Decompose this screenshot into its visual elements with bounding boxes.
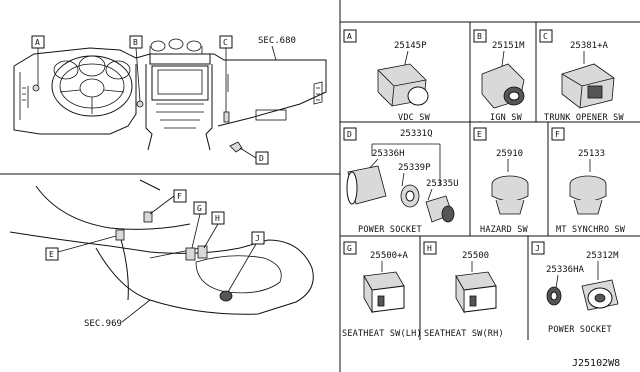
- callout-e: E: [45, 235, 117, 261]
- cell-b: B 25151M IGN SW: [473, 29, 525, 123]
- parts-grid: [339, 0, 640, 372]
- sec-label-lower: SEC.969: [84, 299, 151, 329]
- callout-a: A: [31, 35, 45, 86]
- svg-text:J: J: [255, 234, 260, 243]
- svg-text:25145P: 25145P: [394, 41, 427, 51]
- svg-text:MT SYNCHRO SW: MT SYNCHRO SW: [556, 225, 626, 235]
- svg-text:A: A: [35, 38, 40, 47]
- callout-f: F: [149, 189, 187, 215]
- svg-text:25335U: 25335U: [426, 179, 459, 189]
- svg-text:POWER SOCKET: POWER SOCKET: [358, 225, 422, 235]
- callout-g: G: [191, 201, 207, 249]
- svg-text:SEC.969: SEC.969: [84, 319, 122, 329]
- svg-text:SEATHEAT SW(LH): SEATHEAT SW(LH): [342, 329, 422, 339]
- callout-c: C: [219, 35, 233, 112]
- seatheat-rh-switch: [455, 271, 497, 314]
- power-socket-j-parts: [546, 279, 619, 311]
- svg-text:25336HA: 25336HA: [546, 265, 585, 275]
- svg-text:C: C: [543, 32, 548, 41]
- cell-d: D 25331Q 25336H 25339P 25335U POWER SOCK…: [343, 127, 459, 235]
- svg-text:25339P: 25339P: [398, 163, 431, 173]
- svg-text:SEATHEAT SW(RH): SEATHEAT SW(RH): [424, 329, 504, 339]
- svg-text:B: B: [133, 38, 138, 47]
- svg-text:POWER SOCKET: POWER SOCKET: [548, 325, 612, 335]
- callout-j: J: [227, 231, 265, 293]
- callout-h: H: [203, 211, 225, 249]
- callout-b: B: [129, 35, 143, 102]
- svg-text:25910: 25910: [496, 149, 523, 159]
- cell-c: C 25381+A TRUNK OPENER SW: [539, 29, 624, 123]
- svg-text:25151M: 25151M: [492, 41, 525, 51]
- svg-text:J: J: [535, 244, 540, 253]
- svg-text:25133: 25133: [578, 149, 605, 159]
- left-panel: A B C D SEC.680: [0, 35, 340, 329]
- mt-synchro-switch: [569, 175, 607, 215]
- svg-text:SEC.680: SEC.680: [258, 36, 296, 46]
- svg-text:HAZARD SW: HAZARD SW: [480, 225, 529, 235]
- seatheat-lh-switch: [363, 271, 405, 314]
- callout-d: D: [239, 147, 269, 165]
- dashboard-drawing: [13, 38, 327, 153]
- svg-text:TRUNK OPENER SW: TRUNK OPENER SW: [544, 113, 624, 123]
- svg-text:H: H: [427, 244, 432, 253]
- drawing-code: J25102W8: [572, 358, 620, 369]
- svg-text:25381+A: 25381+A: [570, 41, 609, 51]
- cell-g: G 25500+A SEATHEAT SW(LH): [342, 241, 422, 339]
- cell-h: H 25500 SEATHEAT SW(RH): [423, 241, 504, 339]
- svg-text:G: G: [347, 244, 352, 253]
- vdc-switch: [377, 63, 429, 107]
- svg-text:G: G: [197, 204, 202, 213]
- svg-text:F: F: [555, 130, 560, 139]
- svg-text:E: E: [477, 130, 482, 139]
- hazard-switch: [491, 175, 529, 215]
- svg-text:VDC SW: VDC SW: [398, 113, 431, 123]
- sec-label-upper: SEC.680: [258, 36, 296, 61]
- svg-text:A: A: [347, 32, 352, 41]
- svg-text:C: C: [223, 38, 228, 47]
- cell-e: E 25910 HAZARD SW: [473, 127, 529, 235]
- svg-text:25500+A: 25500+A: [370, 251, 409, 261]
- svg-text:25500: 25500: [462, 251, 489, 261]
- trunk-opener-switch: [561, 63, 615, 109]
- cell-a: A 25145P VDC SW: [343, 29, 431, 123]
- cell-j: J 25336HA 25312M POWER SOCKET: [531, 241, 619, 335]
- svg-text:F: F: [177, 192, 182, 201]
- svg-text:B: B: [477, 32, 482, 41]
- svg-text:E: E: [49, 250, 54, 259]
- svg-text:25331Q: 25331Q: [400, 129, 433, 139]
- cell-f: F 25133 MT SYNCHRO SW: [551, 127, 626, 235]
- ign-switch: [481, 63, 525, 109]
- power-socket-parts: [346, 165, 455, 223]
- console-drawing: [9, 179, 314, 315]
- svg-text:D: D: [259, 154, 264, 163]
- svg-text:25336H: 25336H: [372, 149, 405, 159]
- svg-text:25312M: 25312M: [586, 251, 619, 261]
- svg-text:H: H: [215, 214, 220, 223]
- svg-text:IGN SW: IGN SW: [490, 113, 523, 123]
- svg-text:D: D: [347, 130, 352, 139]
